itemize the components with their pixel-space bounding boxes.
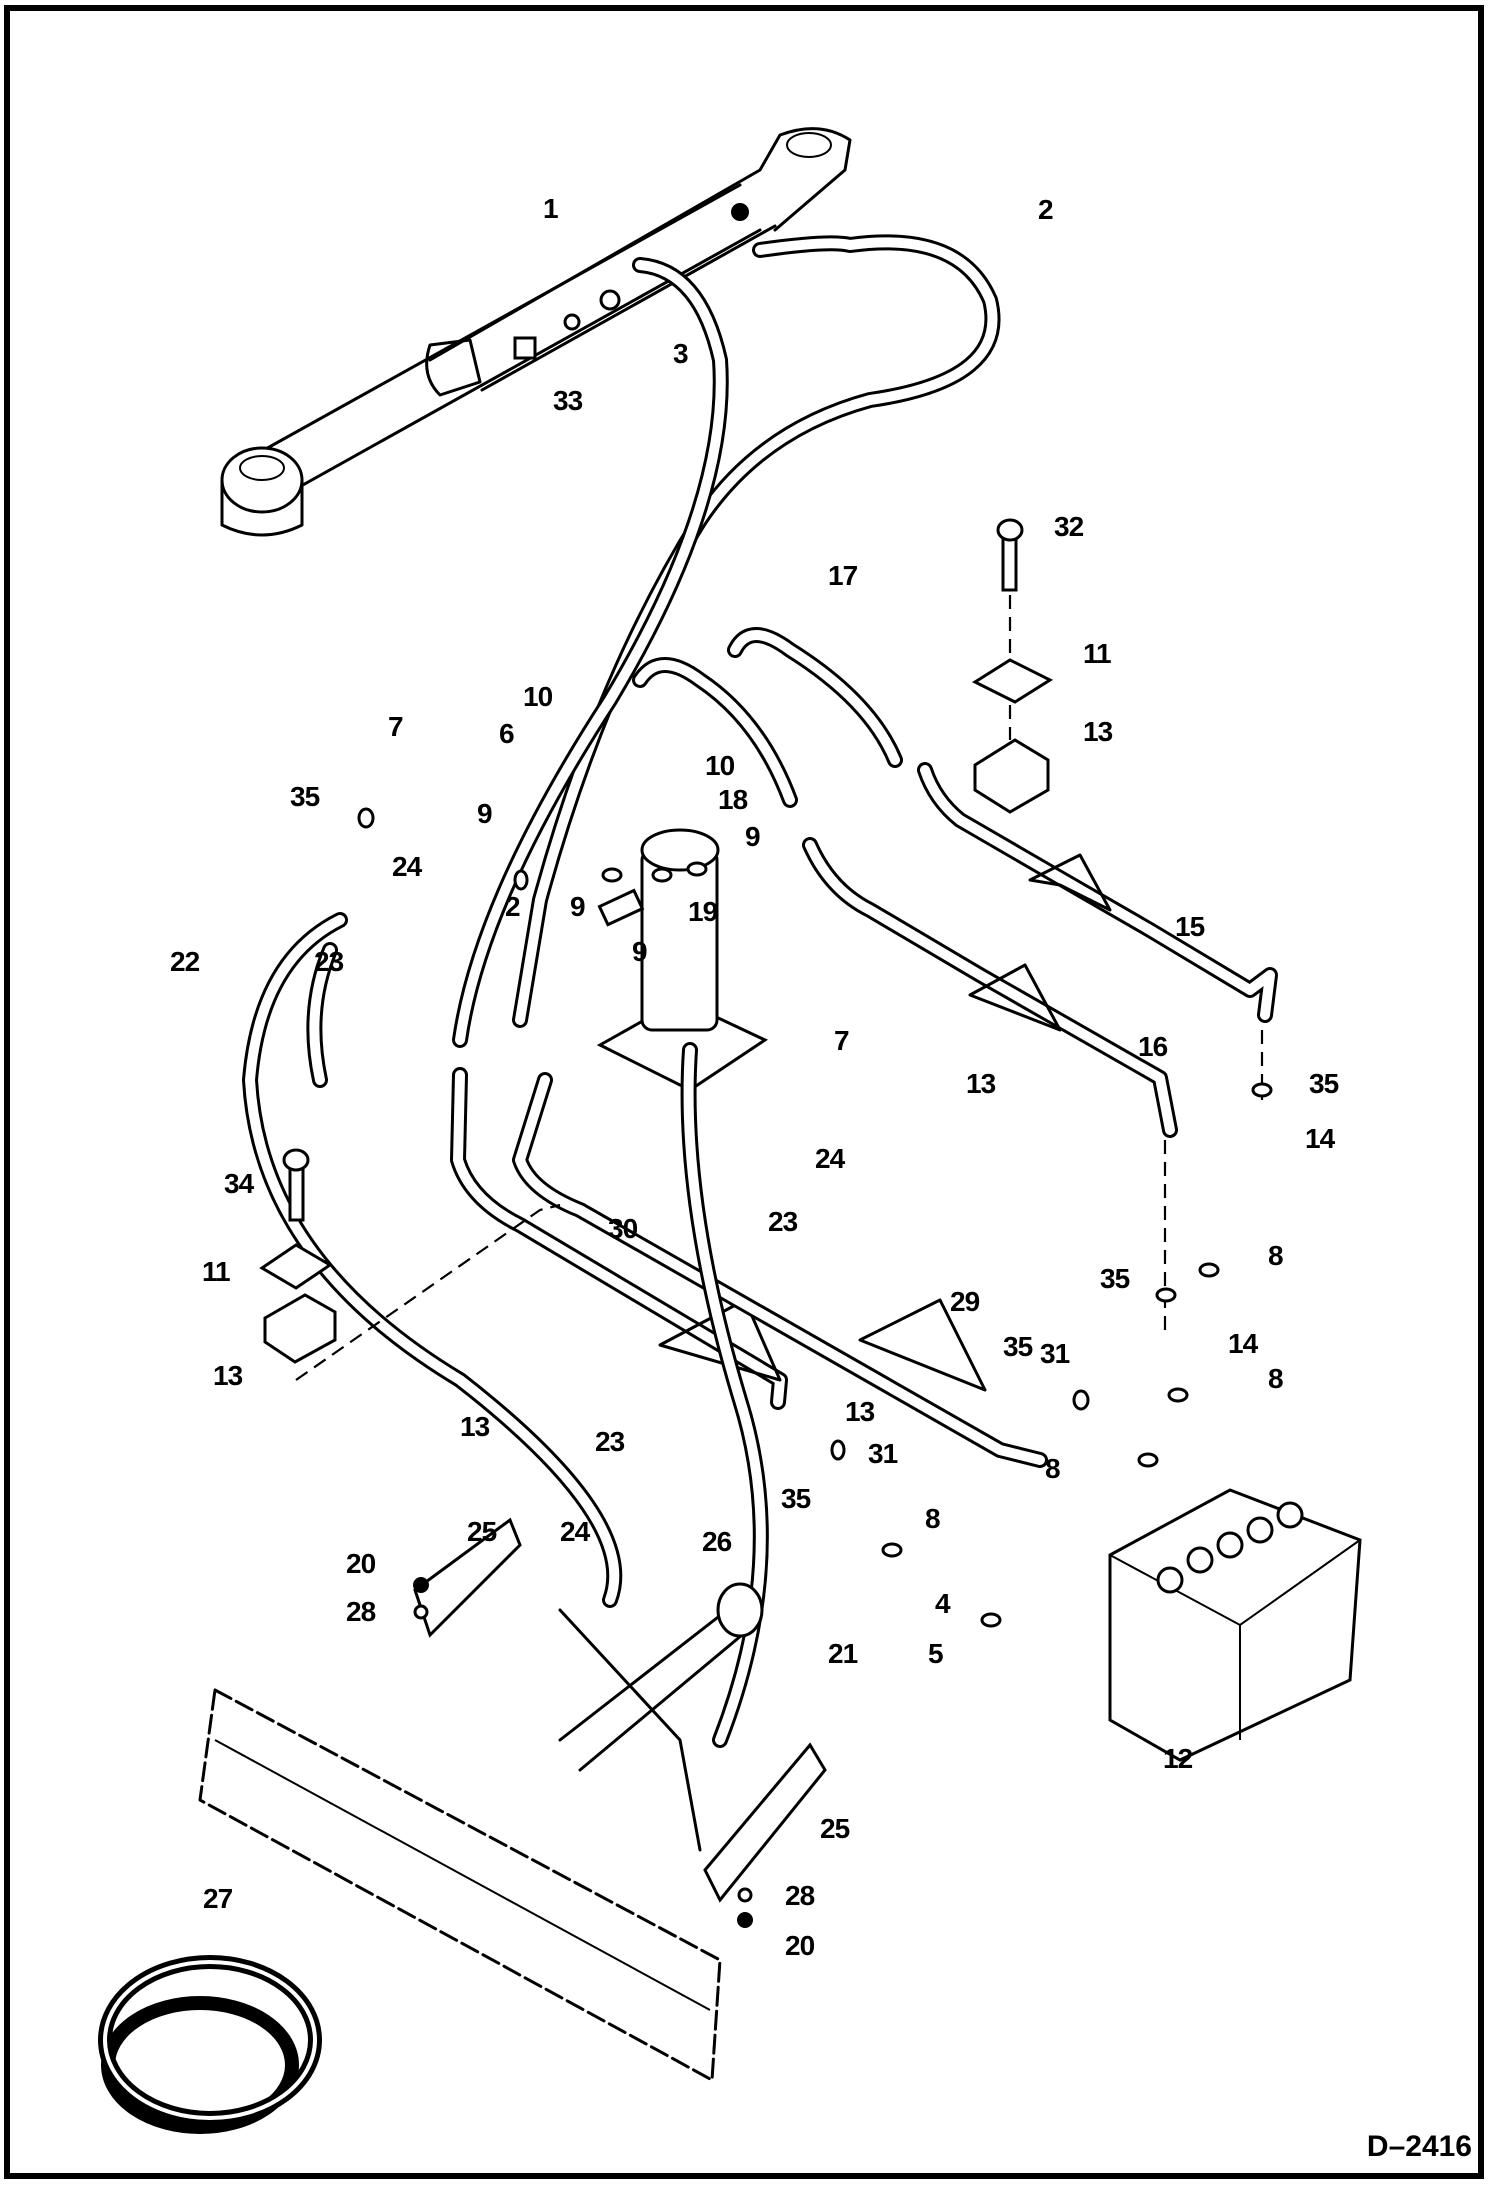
callout-label: 9 xyxy=(570,891,586,922)
callout-label: 32 xyxy=(1054,511,1084,542)
clamp-assembly-upper xyxy=(971,518,1054,814)
callout-label: 18 xyxy=(718,784,748,815)
callout-label: 35 xyxy=(1100,1263,1130,1294)
callout-label: 20 xyxy=(785,1930,815,1961)
callout-label: 8 xyxy=(1268,1363,1284,1394)
control-valve-12 xyxy=(1108,1488,1362,1762)
callout-label: 2 xyxy=(1038,194,1054,225)
tubes-15-16 xyxy=(802,762,1278,1330)
callout-label: 8 xyxy=(1045,1453,1061,1484)
callout-label: 9 xyxy=(745,821,761,852)
callout-label: 3 xyxy=(673,338,689,369)
callout-label: 4 xyxy=(935,1588,951,1619)
clamp-assembly-lower-left xyxy=(259,1148,561,1381)
hose-coil-27 xyxy=(98,1955,322,2134)
callout-label: 24 xyxy=(392,851,422,882)
callout-label: 34 xyxy=(224,1168,254,1199)
callout-label: 11 xyxy=(202,1256,231,1287)
callout-label: 2 xyxy=(505,891,521,922)
callout-label: 5 xyxy=(928,1638,944,1669)
callout-label: 23 xyxy=(768,1206,798,1237)
dozer-blade xyxy=(198,1608,722,2082)
hoses-2-3 xyxy=(452,234,1001,1048)
callout-label: 27 xyxy=(203,1883,233,1914)
callout-label: 13 xyxy=(460,1411,490,1442)
hydraulic-cylinder-1 xyxy=(220,127,852,537)
swivel-19 xyxy=(596,828,769,1092)
callout-label: 14 xyxy=(1228,1328,1258,1359)
callout-label: 13 xyxy=(1083,716,1113,747)
callout-label: 20 xyxy=(346,1548,376,1579)
callout-label: 35 xyxy=(1003,1331,1033,1362)
callout-label: 8 xyxy=(1268,1240,1284,1271)
drawing-number: D–2416 xyxy=(1366,2130,1472,2163)
hose-guard-channels-25 xyxy=(413,1517,827,1903)
callout-label: 35 xyxy=(1309,1068,1339,1099)
callout-label: 33 xyxy=(553,385,583,416)
callout-label: 10 xyxy=(523,681,553,712)
blade-cylinder-26 xyxy=(558,1582,764,1772)
callout-label: 29 xyxy=(950,1286,980,1317)
callout-label: 17 xyxy=(828,560,858,591)
callout-label: 12 xyxy=(1163,1743,1193,1774)
callout-label: 15 xyxy=(1175,911,1205,942)
callout-label: 21 xyxy=(828,1638,858,1669)
callout-label: 23 xyxy=(314,946,344,977)
callout-label: 28 xyxy=(346,1596,376,1627)
callout-label: 14 xyxy=(1305,1123,1335,1154)
callout-label: 11 xyxy=(1083,638,1112,669)
callout-label: 8 xyxy=(925,1503,941,1534)
callout-label: 23 xyxy=(595,1426,625,1457)
callout-label: 1 xyxy=(543,193,559,224)
callout-label: 13 xyxy=(213,1360,243,1391)
callout-label: 13 xyxy=(845,1396,875,1427)
callout-label: 25 xyxy=(820,1813,850,1844)
callout-label: 31 xyxy=(868,1438,898,1469)
callout-label: 28 xyxy=(785,1880,815,1911)
small-fittings xyxy=(357,807,1273,1928)
callout-label: 25 xyxy=(467,1516,497,1547)
callout-label: 26 xyxy=(702,1526,732,1557)
callout-label: 24 xyxy=(815,1143,845,1174)
callout-label: 9 xyxy=(632,936,648,967)
callout-label: 16 xyxy=(1138,1031,1168,1062)
callout-label: 24 xyxy=(560,1516,590,1547)
callout-label: 35 xyxy=(290,781,320,812)
callout-label: 9 xyxy=(477,798,493,829)
callout-label: 30 xyxy=(608,1213,638,1244)
callout-label: 7 xyxy=(388,711,404,742)
callout-label: 19 xyxy=(688,896,718,927)
callout-label: 13 xyxy=(966,1068,996,1099)
callout-label: 35 xyxy=(781,1483,811,1514)
callout-label: 22 xyxy=(170,946,200,977)
callout-label: 6 xyxy=(499,718,515,749)
callout-label: 7 xyxy=(834,1025,850,1056)
callout-label: 10 xyxy=(705,750,735,781)
callout-label: 31 xyxy=(1040,1338,1070,1369)
hose-pair-17 xyxy=(632,627,903,808)
